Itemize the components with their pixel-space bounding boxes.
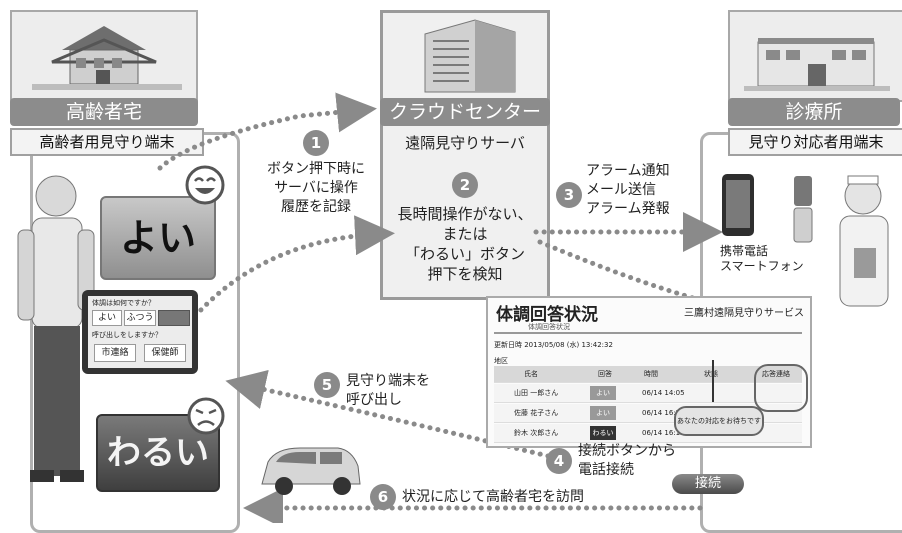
step-4-badge: 4 xyxy=(546,448,572,474)
row-name: 鈴木 次郎さん xyxy=(514,429,559,437)
good-button[interactable]: よい xyxy=(100,196,216,280)
good-button-label: よい xyxy=(119,216,196,260)
step-3-line: メール送信 xyxy=(586,182,656,198)
panel-date: 更新日時 2013/05/08 (水) 13:42:32 xyxy=(494,341,613,349)
home-device-label: 高齢者用見守り端末 xyxy=(10,128,204,156)
panel-service-name: 三鷹村遠隔見守りサービス xyxy=(684,308,804,319)
clinic-illustration xyxy=(728,10,902,102)
connect-button-label: 接続 xyxy=(694,476,721,491)
step-1-line: サーバに操作 xyxy=(274,180,358,196)
cloud-title: クラウドセンター xyxy=(380,98,550,126)
step-3-line: アラーム通知 xyxy=(586,163,670,179)
clinic-title: 診療所 xyxy=(728,98,900,126)
panel-pointer-arrow xyxy=(712,360,714,402)
clinic-device-label: 見守り対応者用端末 xyxy=(728,128,902,156)
step-5-line: 見守り端末を xyxy=(346,373,430,389)
step-3-text: アラーム通知 メール送信 アラーム発報 xyxy=(586,162,706,219)
panel-title: 体調回答状況 xyxy=(496,305,598,325)
step-3-badge: 3 xyxy=(556,182,582,208)
panel-response-highlight xyxy=(754,364,808,412)
step-1-badge: 1 xyxy=(303,130,329,156)
row-name: 佐藤 花子さん xyxy=(514,409,559,417)
panel-header-cell: 氏名 xyxy=(524,370,538,378)
panel-header-row: 氏名 回答 時間 状態 応答連絡 xyxy=(494,366,802,383)
step-1-line: 履歴を記録 xyxy=(281,199,351,215)
home-illustration xyxy=(10,10,198,102)
step-3-line: アラーム発報 xyxy=(586,201,670,217)
step-5-text: 見守り端末を 呼び出し xyxy=(346,372,466,410)
phone-label-line: スマートフォン xyxy=(720,259,804,273)
panel-header-cell: 時間 xyxy=(644,370,658,378)
tablet-option-good[interactable]: よい xyxy=(92,310,122,326)
cloud-server-label: 遠隔見守りサーバ xyxy=(405,134,525,152)
row-answer: よい xyxy=(590,386,616,400)
row-time: 06/14 16:12 xyxy=(642,429,685,437)
tablet-button-a-label: 市連絡 xyxy=(101,348,129,358)
step-4-text: 接続ボタンから 電話接続 xyxy=(578,442,688,480)
tablet-screen: 体調は如何ですか？ よい ふつう 呼び出しをしますか？ 市連絡 保健師 xyxy=(88,296,192,368)
tablet-device: 体調は如何ですか？ よい ふつう 呼び出しをしますか？ 市連絡 保健師 xyxy=(82,290,198,374)
sad-face-icon xyxy=(187,397,225,435)
tablet-question1: 体調は如何ですか？ xyxy=(92,299,155,307)
step-5-badge: 5 xyxy=(314,372,340,398)
panel-header-cell: 応答連絡 xyxy=(762,370,790,378)
panel-alert-text: あなたの対応をお待ちです xyxy=(677,417,761,425)
home-title: 高齢者宅 xyxy=(10,98,198,126)
step-2-line: 「わるい」ボタン xyxy=(404,245,525,263)
smile-face-icon xyxy=(185,165,225,205)
tablet-button-b-label: 保健師 xyxy=(151,348,179,358)
panel-header-cell: 回答 xyxy=(598,370,612,378)
tablet-option-normal[interactable]: ふつう xyxy=(124,310,156,326)
step-6-text: 状況に応じて高齢者宅を訪問 xyxy=(402,489,584,505)
row-name: 山田 一郎さん xyxy=(514,389,559,397)
step-4-line: 電話接続 xyxy=(578,462,634,478)
tablet-option-normal-label: ふつう xyxy=(126,313,154,323)
step-2-text: 長時間操作がない、 または 「わるい」ボタン 押下を検知 xyxy=(380,204,550,284)
bad-button-label: わるい xyxy=(107,433,209,473)
tablet-option-good-label: よい xyxy=(97,313,116,323)
panel-tabbar xyxy=(494,332,802,334)
phone-label-line: 携帯電話 xyxy=(720,244,769,258)
building-icon xyxy=(424,19,516,93)
step-2-badge: 2 xyxy=(452,172,478,198)
car-icon xyxy=(261,447,361,495)
tablet-button-b[interactable]: 保健師 xyxy=(144,344,186,362)
smartphone-icon xyxy=(722,174,754,236)
clinic-icon xyxy=(744,38,890,91)
table-row[interactable]: 山田 一郎さん よい 06/14 14:05 xyxy=(494,384,802,403)
tablet-question2: 呼び出しをしますか？ xyxy=(92,331,162,339)
panel-tab[interactable]: 体調回答状況 xyxy=(528,323,570,331)
tablet-button-a[interactable]: 市連絡 xyxy=(94,344,136,362)
panel-section: 地区 xyxy=(494,357,508,365)
step-2-line: または xyxy=(442,225,488,243)
step-1-text: ボタン押下時に サーバに操作 履歴を記録 xyxy=(240,160,392,217)
row-time: 06/14 16:?? xyxy=(642,409,684,417)
mobile-phone-icon xyxy=(793,176,813,243)
row-answer: わるい xyxy=(590,426,616,440)
row-time: 06/14 14:05 xyxy=(642,389,685,397)
row-answer: よい xyxy=(590,406,616,420)
status-panel: 体調回答状況 三鷹村遠隔見守りサービス 体調回答状況 更新日時 2013/05/… xyxy=(486,296,812,448)
nurse-icon xyxy=(839,175,889,307)
step-1-line: ボタン押下時に xyxy=(267,161,365,177)
step-5-line: 呼び出し xyxy=(346,392,402,408)
house-icon xyxy=(32,26,182,90)
panel-header-cell: 状態 xyxy=(704,370,718,378)
elderly-person-icon xyxy=(17,175,95,482)
step-4-line: 接続ボタンから xyxy=(578,443,676,459)
bad-button[interactable]: わるい xyxy=(96,414,220,492)
panel-alert-highlight: あなたの対応をお待ちです xyxy=(674,406,764,436)
connect-button[interactable]: 接続 xyxy=(672,474,744,494)
tablet-option-bad[interactable] xyxy=(158,310,190,326)
step-2-line: 押下を検知 xyxy=(427,265,503,283)
step-6-badge: 6 xyxy=(370,484,396,510)
step-2-line: 長時間操作がない、 xyxy=(397,205,533,223)
phone-label: 携帯電話 スマートフォン xyxy=(720,244,804,274)
